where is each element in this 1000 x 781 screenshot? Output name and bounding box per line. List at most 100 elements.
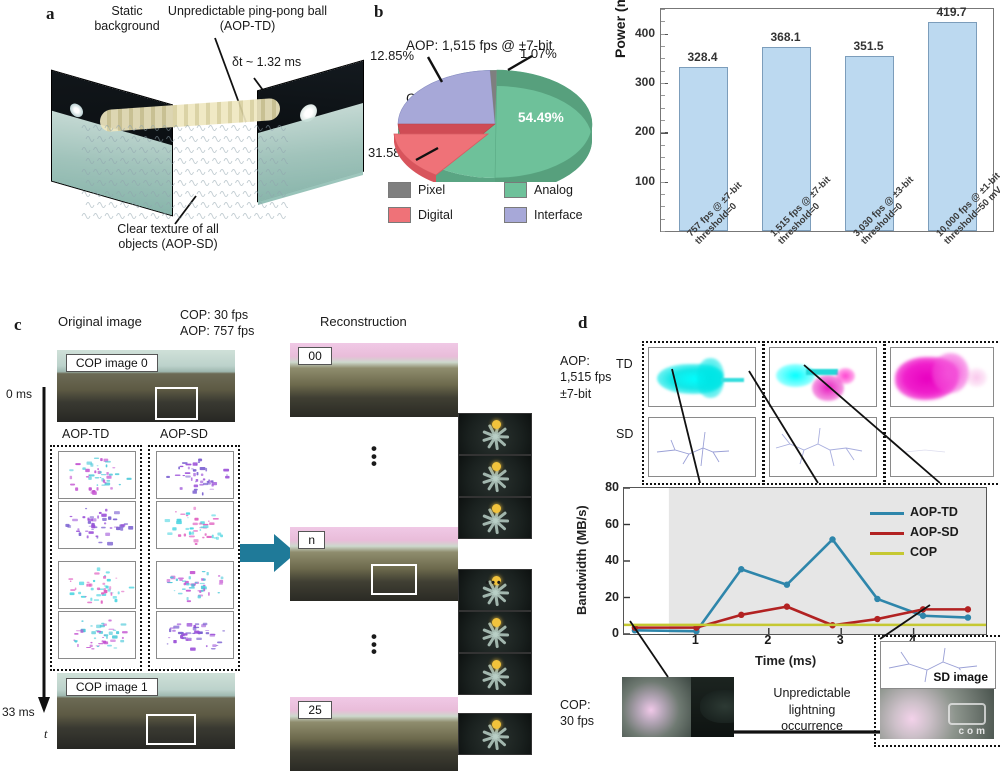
bar-ytick-minor <box>661 218 665 220</box>
aop-td-event-frame <box>58 501 136 549</box>
panel-b: b AOP: 1,515 fps @ ±7-bit COP: 30 fps @ … <box>360 0 660 240</box>
bar-ytick-minor <box>661 206 665 208</box>
static-bg-line1: Static <box>111 4 143 18</box>
bar-ytick-label: 100 <box>634 173 655 188</box>
legend-label-analog: Analog <box>534 183 573 197</box>
bar-ytick-minor <box>661 120 665 121</box>
cop-d-line1: COP: <box>560 698 591 712</box>
aop-td-event-frame <box>58 561 136 609</box>
bar-ytick-label: 200 <box>634 124 655 139</box>
reconstruction-arrow <box>240 534 296 572</box>
texture-dot-field <box>81 125 288 219</box>
label-static-background: Static background <box>72 4 182 34</box>
panel-a: a Static background Unpredictable ping-p… <box>0 0 363 300</box>
label-row-td: TD <box>616 357 633 371</box>
bar-value-label: 351.5 <box>853 38 884 53</box>
panel-c-letter: c <box>14 315 22 334</box>
line-chart-xlabel: Time (ms) <box>755 653 817 668</box>
td-image-1 <box>648 347 756 407</box>
aop-td-event-frame <box>58 451 136 499</box>
recon-image-25: 25 <box>290 697 458 771</box>
wheel-strip-ellipsis: ••• <box>485 577 503 589</box>
bar-ytick-minor <box>661 132 665 134</box>
pie-chart <box>393 54 593 182</box>
panel-d-letter: d <box>578 313 588 332</box>
recon-tag-n: n <box>298 531 326 550</box>
label-delta-t: δt ~ 1.32 ms <box>232 55 301 70</box>
caption-line3: occurrence <box>781 719 843 733</box>
panel-b-letter: b <box>374 2 384 21</box>
bar-ytick-label: 300 <box>634 75 655 89</box>
legend-label-aop-td: AOP-TD <box>910 505 958 519</box>
time-arrow <box>38 387 50 713</box>
wheel-zoom-frame <box>458 653 532 695</box>
aop-sd-event-frame <box>156 611 234 659</box>
bar-ytick-minor <box>661 21 665 23</box>
line-ytick-label: 60 <box>605 516 619 531</box>
bar-ytick-minor <box>661 58 665 60</box>
aop-td-event-frame <box>58 611 136 659</box>
wheel-zoom-frame <box>458 569 532 611</box>
legend-label-cop: COP <box>910 545 938 559</box>
bar-ytick-minor <box>661 194 665 195</box>
td-image-3 <box>890 347 994 407</box>
aop-sd-event-frame <box>156 451 234 499</box>
bar-ytick-minor <box>661 9 665 10</box>
label-time-axis-t: t <box>44 727 48 741</box>
cop-image-1: COP image 1 <box>57 673 235 749</box>
label-aop-td-c: AOP-TD <box>62 427 110 441</box>
line-ytick-label: 0 <box>612 626 619 640</box>
cop-fps-c: COP: 30 fps <box>180 308 249 322</box>
cop-image-1-tag: COP image 1 <box>65 677 158 696</box>
recon-ellipsis-bottom: ••• <box>371 627 377 662</box>
aop-fps-c: AOP: 757 fps <box>180 324 255 338</box>
delta-t-text: δt ~ 1.32 ms <box>232 55 302 69</box>
aop-d-line3: ±7-bit <box>560 386 592 401</box>
legend-line-cop <box>870 552 904 555</box>
caption-line2: lightning <box>788 702 836 717</box>
static-bg-line2: background <box>94 18 160 33</box>
legend-label-aop-sd: AOP-SD <box>910 525 959 539</box>
legend-line-aop-sd <box>870 532 904 535</box>
legend-label-digital: Digital <box>418 208 453 222</box>
power-bar <box>845 55 894 231</box>
label-time-33ms: 33 ms <box>2 705 35 719</box>
bar-value-label: 419.7 <box>936 4 967 19</box>
panel-c: c Original image COP: 30 fps AOP: 757 fp… <box>0 305 560 781</box>
watermark-text: com <box>958 726 988 737</box>
line-xtick-label: 4 <box>909 633 917 647</box>
aop-fps-line: AOP: 1,515 fps @ ±7-bit <box>406 38 553 54</box>
power-bar <box>762 47 811 231</box>
sd-image-inset: SD image <box>880 641 996 689</box>
line-xtick-label: 2 <box>764 633 772 647</box>
power-bar <box>679 67 728 231</box>
line-ytick-label: 80 <box>605 480 619 494</box>
wheel-zoom-frame <box>458 497 532 539</box>
aop-d-line2: 1,515 fps <box>560 370 612 385</box>
aop-d-line1: AOP: <box>560 354 590 368</box>
ball-line1: Unpredictable ping-pong ball <box>167 4 328 18</box>
sd-image-inset-group <box>874 635 1000 747</box>
wheel-zoom-frame <box>458 455 532 497</box>
label-reconstruction: Reconstruction <box>320 314 407 329</box>
bar-ytick-minor <box>661 46 665 47</box>
recon-tag-25: 25 <box>298 701 332 720</box>
label-aop-sd-c: AOP-SD <box>160 427 208 441</box>
wheel-zoom-strip <box>458 413 532 773</box>
bar-ytick-minor <box>661 181 665 183</box>
bar-value-label: 328.4 <box>687 49 718 64</box>
bar-ytick-minor <box>661 144 665 146</box>
line-chart-legend: AOP-TD AOP-SD COP <box>870 503 992 563</box>
wheel-zoom-frame <box>458 611 532 653</box>
bar-ytick-minor <box>661 169 665 171</box>
cop-image-0: COP image 0 <box>57 350 235 422</box>
label-cop-d: COP: 30 fps <box>560 697 616 730</box>
pie-callout-analog: 54.49% <box>518 110 564 125</box>
recon-image-n: n <box>290 527 458 601</box>
line-xtick-label: 3 <box>836 633 844 647</box>
bar-chart-ylabel: Power (mW) <box>612 0 628 58</box>
power-bar <box>928 21 977 231</box>
